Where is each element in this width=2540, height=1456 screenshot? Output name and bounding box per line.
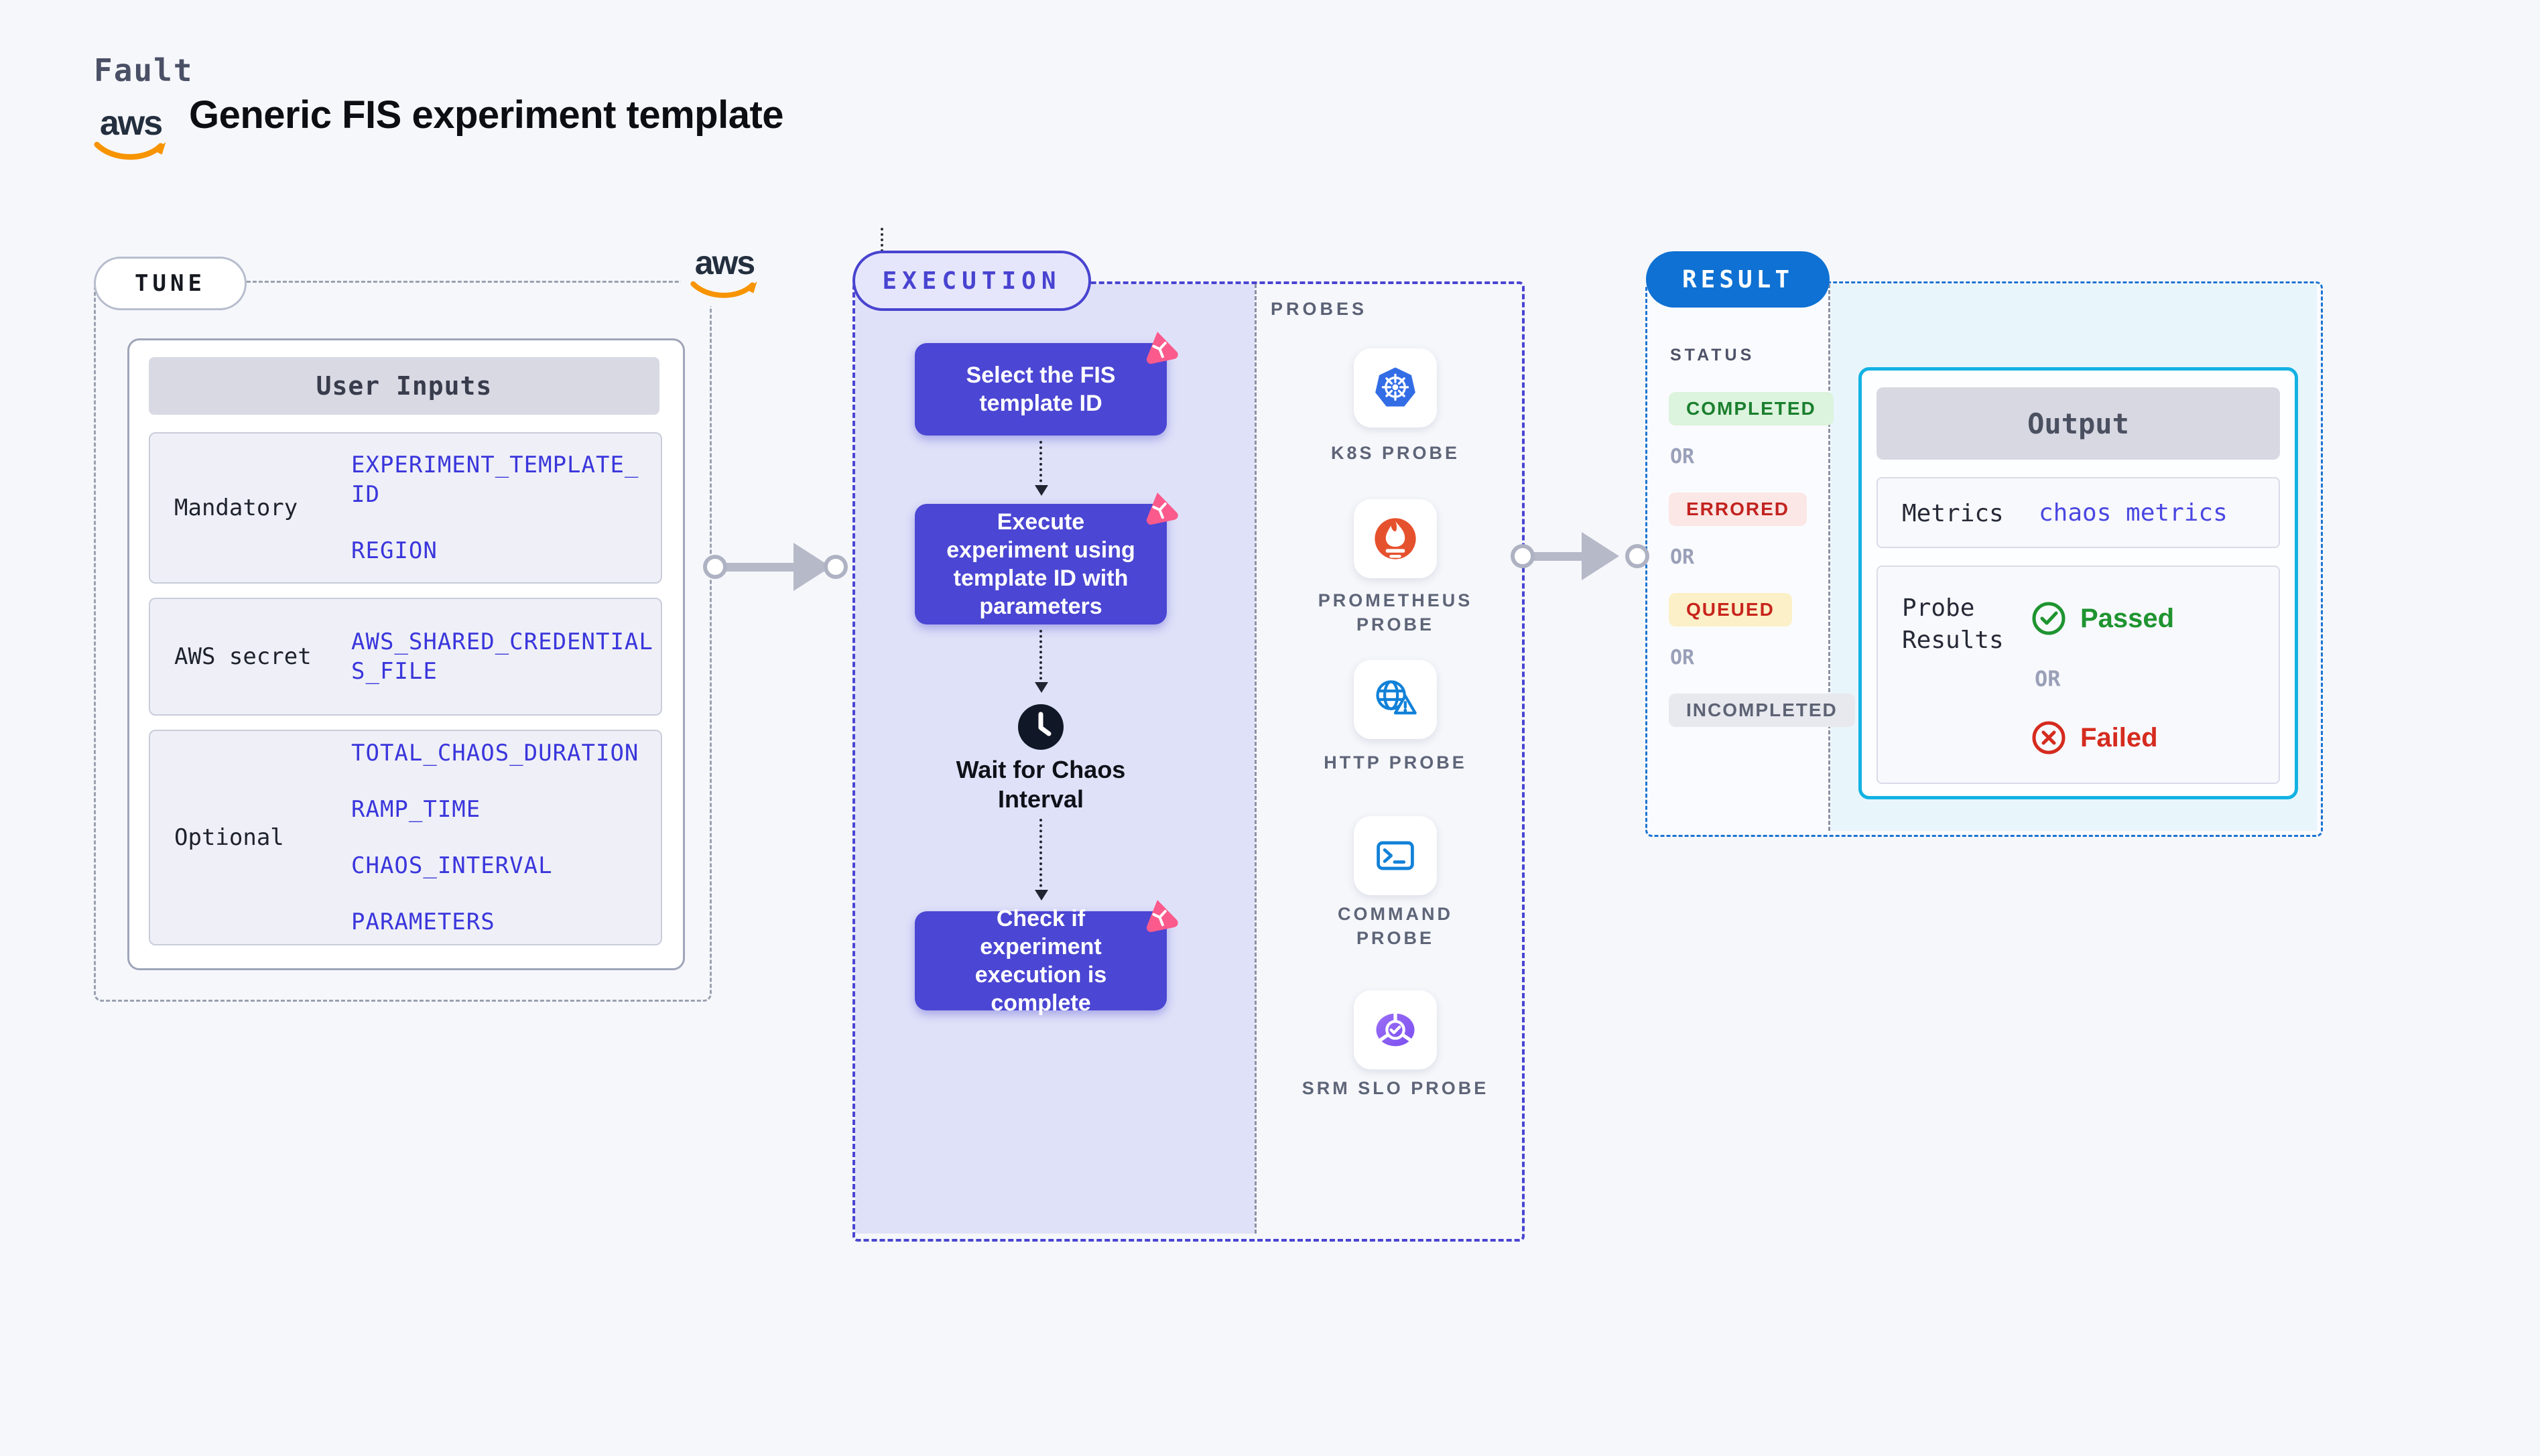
- metrics-label: Metrics: [1902, 500, 2004, 527]
- output-metrics-row: Metrics chaos metrics: [1877, 477, 2280, 548]
- kubernetes-icon: [1375, 367, 1415, 407]
- input-variable: TOTAL_CHAOS_DURATION: [351, 740, 639, 767]
- input-row-optional: Optional TOTAL_CHAOS_DURATION RAMP_TIME …: [149, 730, 662, 945]
- input-variable: RAMP_TIME: [351, 796, 481, 823]
- input-variable: PARAMETERS: [351, 909, 495, 935]
- probes-title: PROBES: [1271, 299, 1368, 319]
- flow-arrow-down: [1035, 819, 1048, 901]
- check-circle-icon: [2032, 602, 2066, 635]
- metrics-value: chaos metrics: [2039, 499, 2228, 527]
- execution-probes-divider: [1255, 284, 1257, 1234]
- step-select-template: Select the FIS template ID: [915, 343, 1167, 436]
- input-row-aws-secret: AWS secret AWS_SHARED_CREDENTIALS_FILE: [149, 598, 662, 716]
- chaos-experiment-icon: [1146, 492, 1178, 525]
- passed-label: Passed: [2080, 603, 2175, 633]
- aws-smile-icon: [690, 281, 757, 298]
- chaos-experiment-icon: [1146, 900, 1178, 932]
- step-execute-experiment: Execute experiment using template ID wit…: [915, 504, 1167, 624]
- probe-card-http: [1354, 660, 1437, 739]
- flow-arrow-down: [1035, 630, 1048, 693]
- connector-arrowhead-icon: [1582, 532, 1619, 580]
- output-header: Output: [1877, 387, 2280, 460]
- or-label: OR: [1670, 545, 1695, 569]
- clock-icon: [1018, 704, 1064, 750]
- input-variable: EXPERIMENT_TEMPLATE_ID: [351, 452, 639, 508]
- page-title: Generic FIS experiment template: [189, 93, 784, 137]
- status-badge-completed: COMPLETED: [1669, 392, 1834, 425]
- probe-label-k8s: K8S PROBE: [1330, 443, 1460, 463]
- probe-card-srm-slo: [1354, 990, 1437, 1069]
- connector-line: [722, 563, 800, 572]
- row-label: Mandatory: [174, 494, 298, 521]
- prometheus-icon: [1375, 518, 1416, 559]
- execution-flow-background: [855, 284, 1255, 1234]
- row-label: AWS secret: [174, 643, 312, 670]
- chaos-experiment-icon: [1146, 332, 1178, 364]
- status-title: STATUS: [1670, 346, 1755, 365]
- result-badge: RESULT: [1646, 251, 1830, 308]
- user-inputs-header: User Inputs: [149, 357, 659, 415]
- probe-card-k8s: [1354, 348, 1437, 427]
- connector-endpoint-circle: [1511, 544, 1535, 568]
- output-probe-results-row: Probe Results Passed OR Failed: [1877, 566, 2280, 784]
- or-label: OR: [1670, 646, 1695, 669]
- connector-line: [1531, 552, 1587, 561]
- tune-badge: TUNE: [94, 257, 247, 310]
- failed-label: Failed: [2080, 722, 2158, 752]
- probe-label-prometheus: PROMETHEUS PROBE: [1318, 590, 1473, 635]
- input-row-mandatory: Mandatory EXPERIMENT_TEMPLATE_ID REGION: [149, 432, 662, 584]
- input-variable: AWS_SHARED_CREDENTIALS_FILE: [351, 628, 653, 685]
- row-label: Optional: [174, 824, 284, 851]
- srm-slo-icon: [1376, 1012, 1415, 1047]
- or-label: OR: [2035, 666, 2061, 691]
- row-values: TOTAL_CHAOS_DURATION RAMP_TIME CHAOS_INT…: [351, 731, 646, 944]
- status-badge-incompleted: INCOMPLETED: [1669, 693, 1855, 727]
- input-variable: CHAOS_INTERVAL: [351, 852, 553, 879]
- execution-top-stub: [881, 228, 883, 252]
- row-values: AWS_SHARED_CREDENTIALS_FILE: [351, 599, 653, 714]
- status-badge-errored: ERRORED: [1669, 492, 1807, 526]
- aws-logo-tune: aws: [681, 244, 768, 306]
- probe-card-prometheus: [1354, 499, 1437, 578]
- input-variable: REGION: [351, 537, 438, 564]
- aws-logo-text: aws: [694, 244, 756, 281]
- probe-result-passed: Passed: [2031, 600, 2174, 637]
- probe-label-command: COMMAND PROBE: [1338, 904, 1453, 948]
- aws-logo: aws: [90, 106, 172, 167]
- brand-label: Fault: [94, 52, 194, 88]
- or-label: OR: [1670, 445, 1695, 468]
- connector-endpoint-circle: [703, 555, 727, 579]
- probe-result-failed: Failed: [2031, 720, 2158, 756]
- tune-section: [94, 281, 712, 1002]
- connector-endpoint-circle: [1625, 544, 1649, 568]
- command-terminal-icon: [1377, 841, 1414, 870]
- wait-for-chaos-interval-label: Wait for Chaos Interval: [956, 756, 1126, 813]
- probe-label-srm-slo: SRM SLO PROBE: [1301, 1078, 1489, 1098]
- probe-results-label: Probe Results: [1902, 594, 2004, 654]
- aws-smile-icon: [94, 141, 166, 160]
- status-badge-queued: QUEUED: [1669, 593, 1792, 626]
- http-globe-warning-icon: [1376, 680, 1417, 715]
- aws-logo-text: aws: [99, 104, 163, 143]
- probe-card-command: [1354, 816, 1437, 895]
- connector-endpoint-circle: [824, 555, 848, 579]
- result-divider: [1828, 284, 1830, 831]
- probe-label-http: HTTP PROBE: [1324, 752, 1467, 773]
- execution-badge: EXECUTION: [852, 251, 1091, 311]
- flow-arrow-down: [1035, 441, 1048, 496]
- step-check-complete: Check if experiment execution is complet…: [915, 906, 1167, 1016]
- execution-section: [852, 281, 1525, 1242]
- row-values: EXPERIMENT_TEMPLATE_ID REGION: [351, 434, 646, 582]
- x-circle-icon: [2032, 721, 2066, 754]
